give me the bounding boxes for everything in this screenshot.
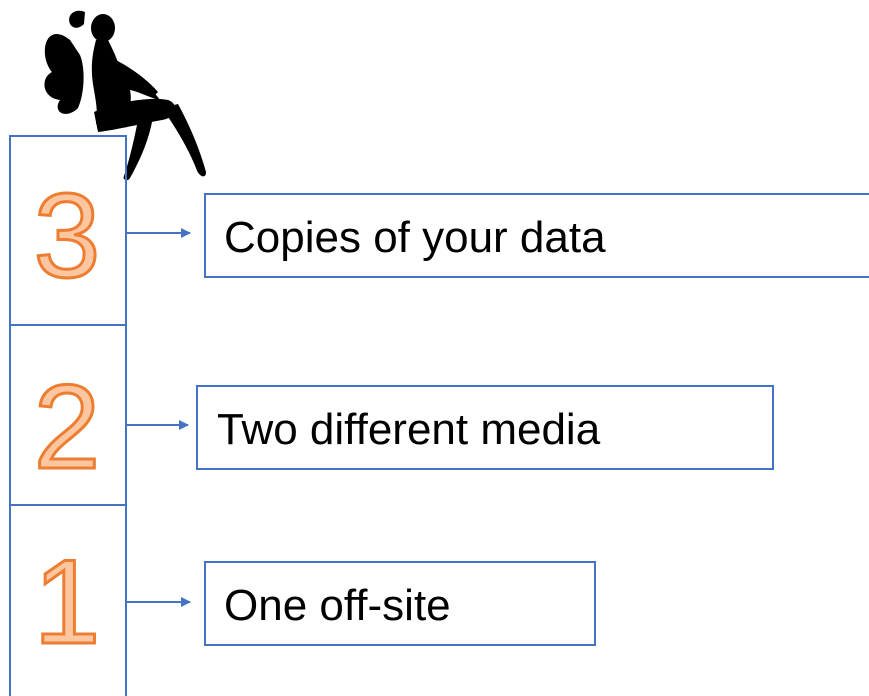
step-number: 1 <box>34 535 101 669</box>
step-label-box <box>204 193 869 278</box>
step-3: 3 Copies of your data <box>32 168 869 305</box>
fairy-silhouette-icon <box>44 10 206 181</box>
step-label: Copies of your data <box>224 213 606 262</box>
step-label-box <box>204 561 596 646</box>
step-number: 3 <box>34 169 101 303</box>
step-label: Two different media <box>217 405 601 454</box>
step-number: 2 <box>34 360 101 494</box>
step-label-box <box>196 385 774 470</box>
step-label: One off-site <box>224 581 451 630</box>
step-2: 2 Two different media <box>32 359 774 496</box>
steps-column <box>9 135 127 696</box>
step-1: 1 One off-site <box>32 534 596 671</box>
